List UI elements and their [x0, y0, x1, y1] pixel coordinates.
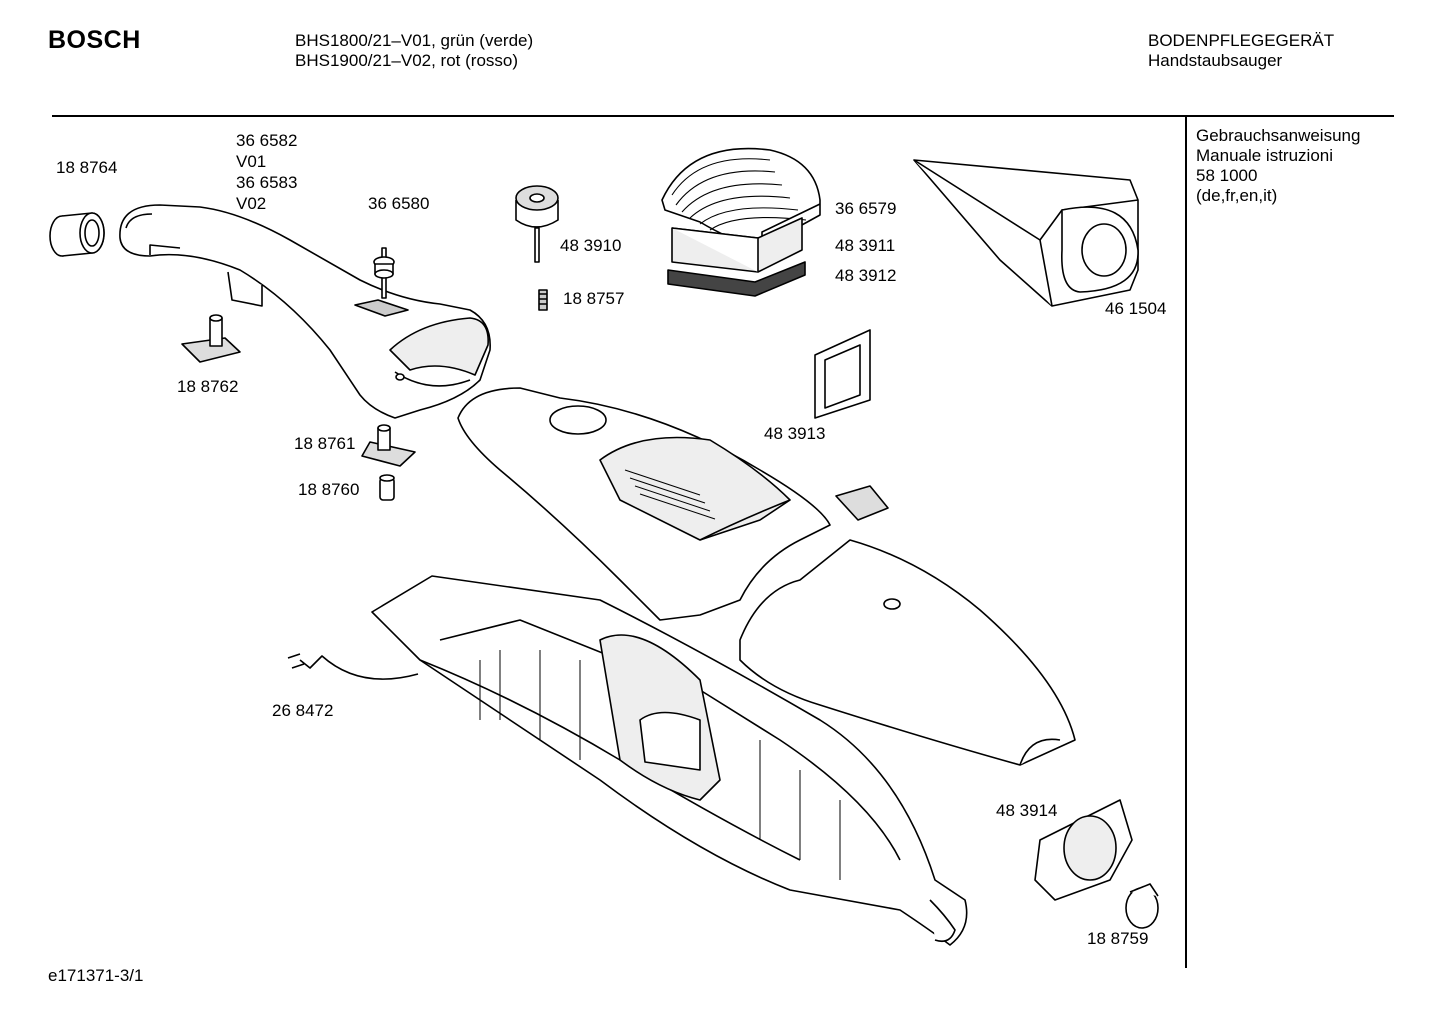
part-label-v01: V01: [236, 152, 267, 171]
part-pad-small: [835, 485, 889, 521]
part-ring-188764: [49, 212, 105, 257]
model-line-1: BHS1800/21–V01, grün (verde): [295, 31, 534, 50]
category-title: BODENPFLEGEGERÄT: [1148, 31, 1335, 50]
category-subtitle: Handstaubsauger: [1148, 51, 1283, 70]
part-label-188761: 18 8761: [294, 434, 356, 453]
part-housing-middle: [457, 387, 831, 621]
part-clip-188762: [181, 314, 241, 363]
part-label-268472: 26 8472: [272, 701, 334, 720]
part-filterframe-483914: [1034, 799, 1133, 901]
part-label-483912: 48 3912: [835, 266, 897, 285]
part-label-483914: 48 3914: [996, 801, 1058, 820]
sidebar-line-manual-de: Gebrauchsanweisung: [1196, 126, 1361, 145]
part-label-461504: 46 1504: [1105, 299, 1167, 318]
model-line-2: BHS1900/21–V02, rot (rosso): [295, 51, 519, 70]
drawing-code: e171371-3/1: [48, 966, 144, 985]
part-cap-188759: [1125, 883, 1159, 929]
part-handle-366582: [119, 204, 491, 419]
sidebar-divider: [1185, 116, 1187, 968]
sidebar-line-doc-number: 58 1000: [1196, 166, 1258, 185]
part-label-366580: 36 6580: [368, 194, 430, 213]
part-cover-front: [739, 539, 1076, 766]
part-label-188757: 18 8757: [563, 289, 625, 308]
sidebar-line-manual-it: Manuale istruzioni: [1196, 146, 1334, 165]
part-filter-483912: [667, 261, 806, 297]
part-clip-188761: [361, 424, 416, 467]
part-label-483911: 48 3911: [835, 236, 896, 255]
part-base-shell: [371, 575, 968, 946]
header-divider: [52, 115, 1394, 117]
sidebar-line-languages: (de,fr,en,it): [1196, 186, 1278, 205]
part-label-v02: V02: [236, 194, 267, 213]
part-label-483913: 48 3913: [764, 424, 826, 443]
part-pin-366580: [373, 247, 395, 299]
part-cap-188760: [379, 474, 395, 501]
part-label-188764: 18 8764: [56, 158, 118, 177]
part-filter-483911: [671, 217, 803, 273]
part-label-483910: 48 3910: [560, 236, 622, 255]
brand-logo: BOSCH: [48, 26, 141, 54]
part-label-188760: 18 8760: [298, 480, 360, 499]
part-cord-268472: [287, 653, 419, 680]
part-label-188759: 18 8759: [1087, 929, 1149, 948]
part-dustbag-461504: [913, 159, 1139, 307]
part-label-366579: 36 6579: [835, 199, 897, 218]
part-spring-188757: [538, 289, 548, 311]
part-label-366582: 36 6582: [236, 131, 298, 150]
part-label-188762: 18 8762: [177, 377, 239, 396]
part-motor-483910: [515, 185, 559, 263]
part-plate-483913: [814, 329, 871, 419]
part-label-366583: 36 6583: [236, 173, 298, 192]
